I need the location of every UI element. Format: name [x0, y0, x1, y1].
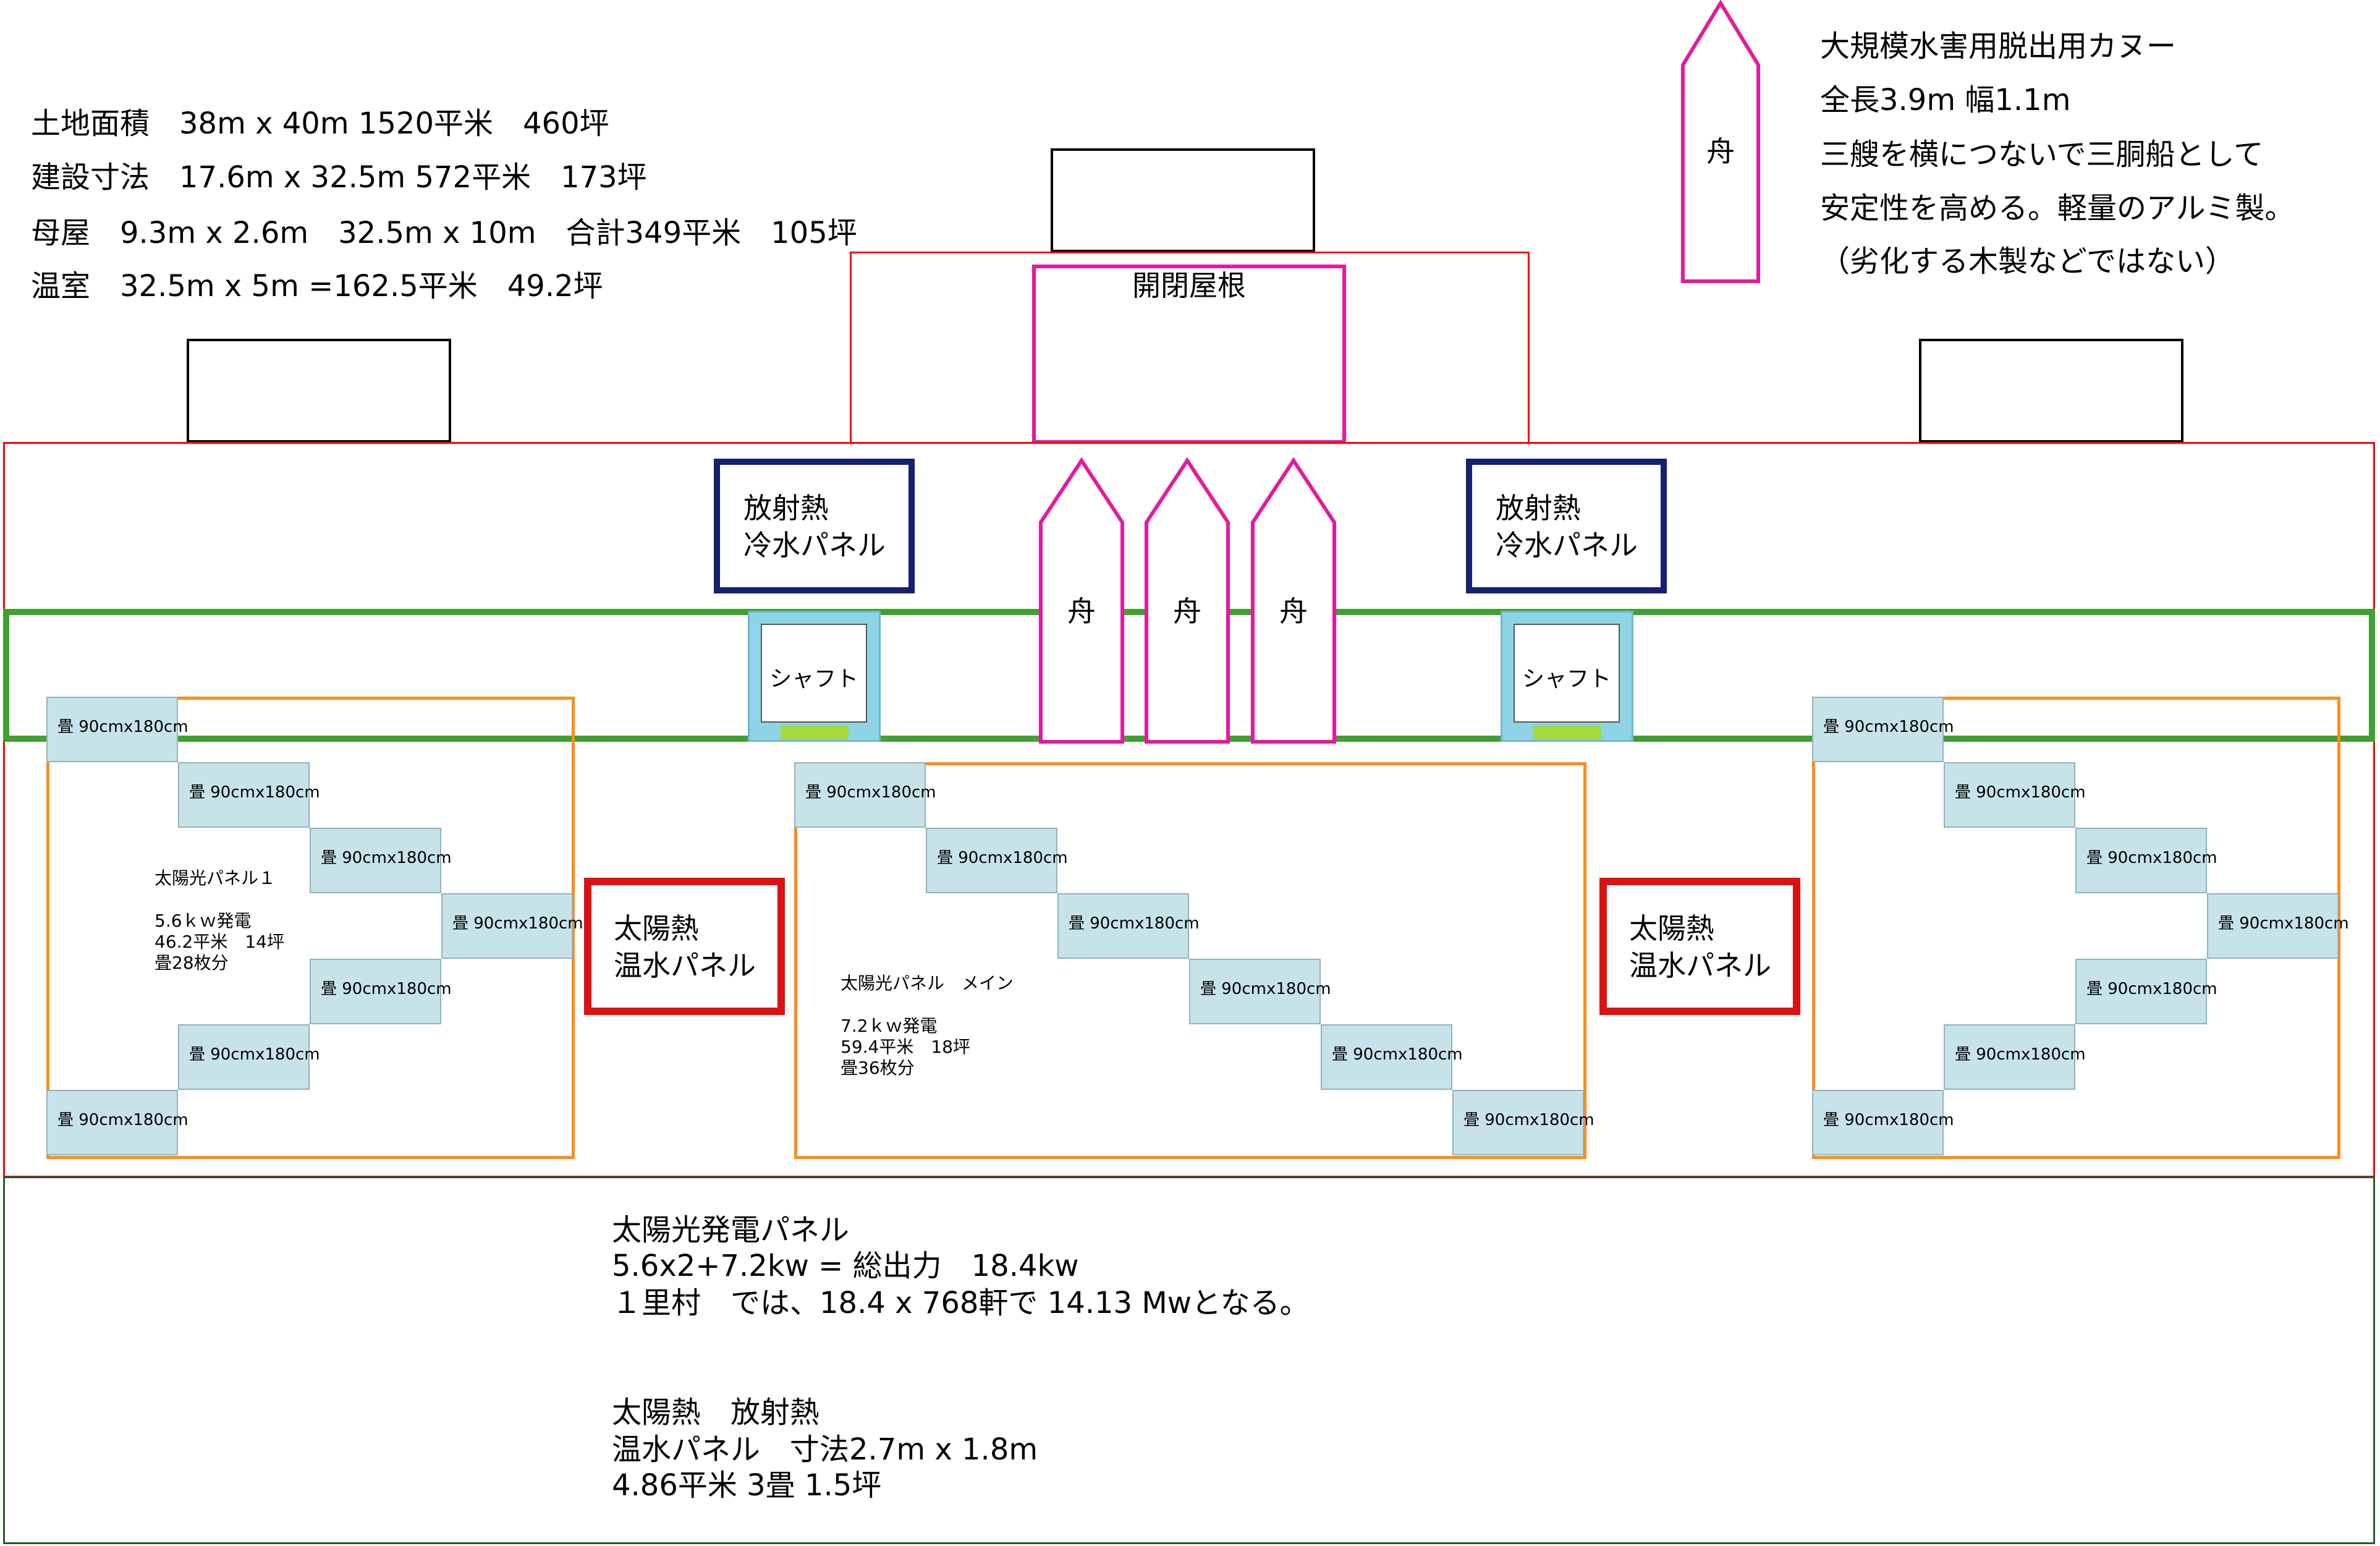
- tatami-mat: 畳 90cmx180cm: [441, 893, 583, 959]
- notes-area-outline: [3, 1176, 2375, 1544]
- solar-panel-1-area: 46.2平米 14坪: [155, 932, 284, 952]
- site-info-greenhouse: 温室 32.5m x 5m =162.5平米 49.2坪: [31, 269, 603, 304]
- shaft-right-label: シャフト: [1522, 666, 1611, 692]
- tatami-mat: 畳 90cmx180cm: [310, 959, 452, 1024]
- right-top-box: [1919, 339, 2183, 443]
- cold-panel-right-line1: 放射熱: [1496, 491, 1581, 525]
- canoe-3: [1251, 457, 1336, 744]
- shaft-left-label: シャフト: [769, 666, 858, 692]
- solar-panel-main-output: 7.2ｋｗ発電: [841, 1016, 938, 1036]
- hot-panel-right-line1: 太陽熱: [1629, 912, 1714, 945]
- hot-water-panel-left: 太陽熱 温水パネル: [584, 878, 785, 1015]
- cold-water-panel-left: 放射熱 冷水パネル: [714, 459, 915, 593]
- upper-roof-structure: [850, 252, 1530, 444]
- canoe-info-size: 全長3.9m 幅1.1m: [1820, 83, 2071, 117]
- thermal-notes-size: 温水パネル 寸法2.7m x 1.8m: [612, 1432, 1038, 1467]
- tatami-mat: 畳 90cmx180cm: [2075, 959, 2217, 1024]
- canoe-info-trimaran: 三艘を横につないで三胴船として: [1820, 137, 2264, 172]
- solar-panel-group-left: [46, 697, 575, 1159]
- solar-panel-group-main: [794, 762, 1586, 1159]
- tatami-mat: 畳 90cmx180cm: [2075, 828, 2217, 893]
- opening-roof-label: 開閉屋根: [1132, 269, 1246, 302]
- solar-panel-1-output: 5.6ｋｗ発電: [155, 911, 252, 931]
- canoe-1: [1039, 457, 1124, 744]
- tatami-mat: 畳 90cmx180cm: [46, 697, 188, 762]
- tatami-mat: 畳 90cmx180cm: [1057, 893, 1200, 959]
- cold-panel-right-line2: 冷水パネル: [1496, 529, 1638, 562]
- canoe-2-label: 舟: [1173, 595, 1201, 628]
- tatami-mat: 畳 90cmx180cm: [1321, 1024, 1463, 1090]
- pv-notes-total-output: 5.6x2+7.2kw = 総出力 18.4kw: [612, 1249, 1079, 1283]
- cold-panel-left-line1: 放射熱: [743, 491, 829, 525]
- tatami-mat: 畳 90cmx180cm: [178, 762, 320, 828]
- tatami-mat: 畳 90cmx180cm: [1812, 1090, 1954, 1155]
- thermal-notes-title: 太陽熱 放射熱: [612, 1395, 820, 1430]
- tatami-mat: 畳 90cmx180cm: [1944, 762, 2086, 828]
- hot-panel-left-line2: 温水パネル: [614, 949, 756, 982]
- canoe-1-label: 舟: [1067, 595, 1096, 628]
- center-top-box: [1051, 148, 1315, 252]
- pv-notes-title: 太陽光発電パネル: [612, 1213, 850, 1247]
- solar-panel-main-mats: 畳36枚分: [841, 1058, 915, 1078]
- tatami-mat: 畳 90cmx180cm: [2207, 893, 2349, 959]
- left-top-box: [187, 339, 451, 443]
- tatami-mat: 畳 90cmx180cm: [46, 1090, 188, 1155]
- pv-notes-village: １里村 では、18.4 x 768軒で 14.13 Mwとなる。: [612, 1286, 1310, 1320]
- cold-water-panel-right: 放射熱 冷水パネル: [1466, 459, 1667, 593]
- tatami-mat: 畳 90cmx180cm: [1452, 1090, 1594, 1155]
- solar-panel-1-title: 太陽光パネル１: [155, 868, 276, 888]
- tatami-mat: 畳 90cmx180cm: [178, 1024, 320, 1090]
- thermal-notes-area: 4.86平米 3畳 1.5坪: [612, 1468, 882, 1503]
- site-info-land-area: 土地面積 38m x 40m 1520平米 460坪: [31, 106, 609, 141]
- shaft-left: シャフト: [748, 611, 881, 742]
- canoe-info-note: （劣化する木製などではない）: [1820, 244, 2235, 279]
- hot-panel-right-line2: 温水パネル: [1629, 949, 1771, 982]
- canoe-info-title: 大規模水害用脱出用カヌー: [1820, 29, 2177, 64]
- solar-panel-main-title: 太陽光パネル メイン: [841, 973, 1014, 993]
- solar-panel-group-right: [1812, 697, 2340, 1159]
- cold-panel-left-line2: 冷水パネル: [743, 529, 886, 562]
- hot-panel-left-line1: 太陽熱: [614, 912, 699, 945]
- tatami-mat: 畳 90cmx180cm: [310, 828, 452, 893]
- shaft-right: シャフト: [1501, 611, 1633, 742]
- canoe-legend-label: 舟: [1706, 135, 1735, 168]
- canoe-3-label: 舟: [1279, 595, 1308, 628]
- site-info-building-size: 建設寸法 17.6m x 32.5m 572平米 173坪: [31, 160, 647, 195]
- hot-water-panel-right: 太陽熱 温水パネル: [1599, 878, 1800, 1015]
- tatami-mat: 畳 90cmx180cm: [1189, 959, 1331, 1024]
- solar-panel-main-area: 59.4平米 18坪: [841, 1037, 970, 1057]
- canoe-info-stability: 安定性を高める。軽量のアルミ製。: [1820, 191, 2295, 226]
- tatami-mat: 畳 90cmx180cm: [794, 762, 936, 828]
- tatami-mat: 畳 90cmx180cm: [926, 828, 1068, 893]
- canoe-legend-icon: [1681, 0, 1760, 283]
- tatami-mat: 畳 90cmx180cm: [1944, 1024, 2086, 1090]
- canoe-2: [1145, 457, 1230, 744]
- tatami-mat: 畳 90cmx180cm: [1812, 697, 1954, 762]
- solar-panel-1-mats: 畳28枚分: [155, 953, 229, 973]
- site-info-main-house: 母屋 9.3m x 2.6m 32.5m x 10m 合計349平米 105坪: [31, 216, 857, 250]
